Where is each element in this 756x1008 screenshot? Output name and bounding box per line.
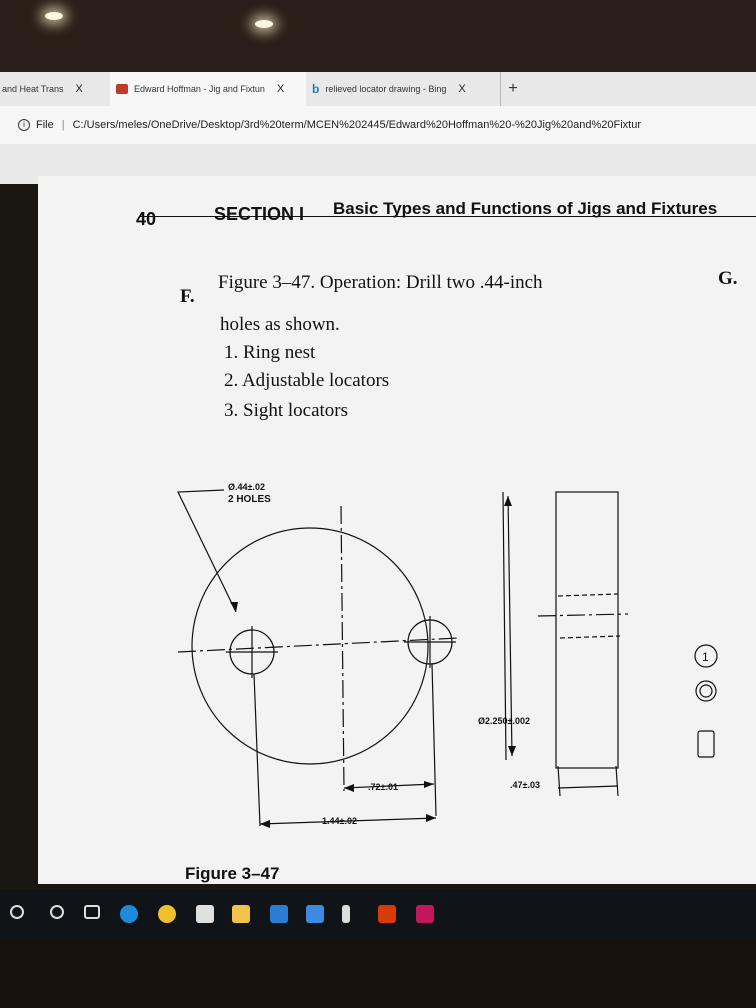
- section-title: Basic Types and Functions of Jigs and Fi…: [333, 199, 718, 218]
- office-icon[interactable]: [378, 905, 396, 923]
- search-icon[interactable]: [10, 905, 24, 919]
- ceiling-light: [255, 20, 273, 28]
- page-number: 40: [136, 209, 157, 229]
- browser-tab-active[interactable]: Edward Hoffman - Jig and Fixtun X: [110, 72, 306, 106]
- dimension-line: [557, 785, 619, 789]
- hidden-line: [557, 593, 619, 597]
- extension-line: [431, 663, 437, 817]
- store-icon[interactable]: [196, 905, 214, 923]
- arrowhead: [504, 496, 512, 506]
- arrowhead: [230, 602, 238, 612]
- side-letter: G.: [718, 268, 738, 289]
- address-separator: |: [61, 119, 65, 131]
- item-letter: F.: [180, 286, 195, 307]
- address-path: C:/Users/meles/OneDrive/Desktop/3rd%20te…: [72, 119, 641, 131]
- side-extension: [615, 765, 619, 797]
- arrowhead: [260, 820, 270, 828]
- cortana-icon[interactable]: [50, 905, 64, 919]
- dimension-line: [343, 783, 435, 789]
- legend-badge-circle: [694, 644, 718, 668]
- dimension-line: [507, 495, 513, 757]
- hidden-line: [559, 635, 621, 639]
- browser-tab[interactable]: and Heat Trans X: [0, 72, 110, 106]
- pdf-page: 40 SECTION I Basic Types and Functions o…: [38, 176, 756, 884]
- thickness-dimension: .47±.03: [510, 780, 540, 790]
- address-bar[interactable]: i File | C:/Users/meles/OneDrive/Desktop…: [0, 106, 756, 145]
- list-item: 2. Adjustable locators: [224, 370, 390, 391]
- mail-icon[interactable]: [270, 905, 288, 923]
- hole-dimension: Ø.44±.02: [228, 482, 265, 492]
- figure-caption: Figure 3–47: [185, 864, 280, 883]
- dimension-line: [259, 817, 437, 825]
- centerline-horizontal: [177, 637, 459, 653]
- app-icon[interactable]: [342, 905, 350, 923]
- new-tab-button[interactable]: +: [500, 72, 525, 106]
- explorer-icon[interactable]: [232, 905, 250, 923]
- extension-line: [253, 673, 261, 827]
- list-item: 3. Sight locators: [224, 400, 349, 421]
- hole-spacing-dimension: 1.44±.02: [322, 816, 357, 826]
- sight-locator-symbol: [699, 684, 713, 698]
- arrowhead: [508, 746, 516, 756]
- side-extension: [557, 765, 561, 797]
- technical-drawing: [177, 489, 718, 828]
- tab-label: and Heat Trans: [2, 84, 64, 94]
- task-view-icon[interactable]: [84, 905, 100, 919]
- info-icon: i: [18, 119, 30, 131]
- sight-locator-symbol: [695, 680, 717, 702]
- problem-line: Figure 3–47. Operation: Drill two .44-in…: [218, 272, 543, 293]
- app-icon[interactable]: [416, 905, 434, 923]
- hole-count: 2 HOLES: [228, 494, 271, 505]
- arrowhead: [426, 814, 436, 822]
- tab-label: relieved locator drawing - Bing: [325, 84, 447, 94]
- bing-icon: b: [312, 82, 320, 96]
- leader-line: [177, 489, 237, 613]
- address-scheme: File: [36, 119, 54, 131]
- section-label: SECTION I: [214, 204, 305, 224]
- problem-line: holes as shown.: [220, 314, 340, 335]
- extension-line: [502, 491, 507, 761]
- list-item: 1. Ring nest: [224, 342, 316, 363]
- pdf-icon: [116, 84, 128, 94]
- dropbox-icon[interactable]: [306, 905, 324, 923]
- desk-surface: [0, 940, 756, 1008]
- close-tab-icon[interactable]: X: [276, 83, 285, 95]
- center-distance-dimension: .72±.01: [368, 782, 398, 792]
- arrowhead: [424, 781, 434, 788]
- background-wall: [0, 0, 756, 80]
- diameter-dimension: Ø2.250±.002: [478, 716, 530, 726]
- adjustable-locator-symbol: [697, 730, 715, 758]
- browser-tab-bar: and Heat Trans X Edward Hoffman - Jig an…: [0, 72, 756, 107]
- side-view-body: [555, 491, 619, 769]
- browser-tab[interactable]: b relieved locator drawing - Bing X: [306, 72, 502, 106]
- centerline-vertical: [340, 505, 345, 792]
- arrowhead: [344, 784, 354, 792]
- legend-number: 1: [702, 650, 709, 664]
- close-tab-icon[interactable]: X: [75, 83, 83, 95]
- ceiling-light: [45, 12, 63, 20]
- tab-label: Edward Hoffman - Jig and Fixtun: [134, 84, 265, 94]
- chrome-icon[interactable]: [158, 905, 176, 923]
- close-tab-icon[interactable]: X: [458, 83, 466, 95]
- header-rule: [140, 216, 756, 217]
- edge-icon[interactable]: [120, 905, 138, 923]
- side-centerline: [537, 613, 629, 617]
- ring-outline: [191, 527, 429, 765]
